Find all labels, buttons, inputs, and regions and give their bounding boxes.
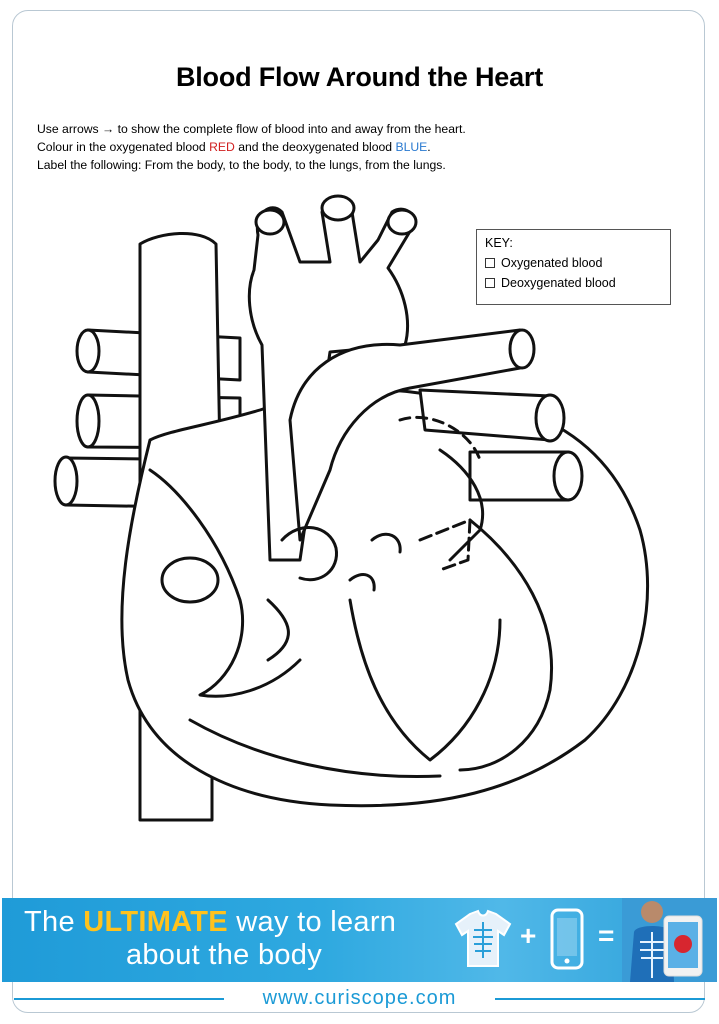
banner-highlight: ULTIMATE xyxy=(83,906,228,938)
plus-sign: + xyxy=(520,920,537,951)
fossa-ovalis xyxy=(160,556,220,604)
instruction-arrows: Use arrows → to show the complete flow o… xyxy=(37,122,466,136)
website-rule-right xyxy=(495,998,705,1000)
page-title: Blood Flow Around the Heart xyxy=(175,62,544,92)
phone-icon xyxy=(550,908,584,970)
red-word: RED xyxy=(209,140,235,154)
banner-text: The ULTIMATE way to learn about the body xyxy=(24,906,424,972)
instructions: Use arrows → to show the complete flow o… xyxy=(37,120,466,174)
page-frame xyxy=(12,10,705,1013)
mitral-region xyxy=(438,448,485,562)
left-ventricle-outline xyxy=(458,518,553,772)
inner-wall xyxy=(188,718,442,778)
banner-line2: about the body xyxy=(125,939,323,971)
child-with-tablet-image xyxy=(622,898,717,982)
instruction-label: Label the following: From the body, to t… xyxy=(37,158,446,172)
website-rule-left xyxy=(14,998,224,1000)
key-item-label: Oxygenated blood xyxy=(501,256,603,270)
promo-banner[interactable]: The ULTIMATE way to learn about the body… xyxy=(2,898,717,982)
aortic-valve xyxy=(348,532,402,592)
instruction-colour: Colour in the oxygenated blood RED and t… xyxy=(37,140,431,154)
left-atrium-dashed xyxy=(398,415,482,462)
bicuspid-valve xyxy=(418,518,472,572)
key-box: KEY: Oxygenated blood Deoxygenated blood xyxy=(476,229,671,305)
equals-sign: = xyxy=(598,920,615,951)
septum xyxy=(348,598,502,762)
deoxygenated-checkbox[interactable] xyxy=(485,278,495,288)
tricuspid-valve xyxy=(266,598,290,662)
key-item-deoxygenated: Deoxygenated blood xyxy=(485,276,662,290)
website-link[interactable]: www.curiscope.com xyxy=(262,987,457,1009)
right-pulmonary-vein-upper xyxy=(418,388,552,442)
key-item-label: Deoxygenated blood xyxy=(501,276,616,290)
key-item-oxygenated: Oxygenated blood xyxy=(485,256,662,270)
tshirt-icon xyxy=(454,909,512,967)
key-heading: KEY: xyxy=(485,236,513,250)
oxygenated-checkbox[interactable] xyxy=(485,258,495,268)
right-atrium-outline xyxy=(148,468,302,698)
blue-word: BLUE xyxy=(395,140,428,154)
pulmonary-valve xyxy=(280,526,338,582)
